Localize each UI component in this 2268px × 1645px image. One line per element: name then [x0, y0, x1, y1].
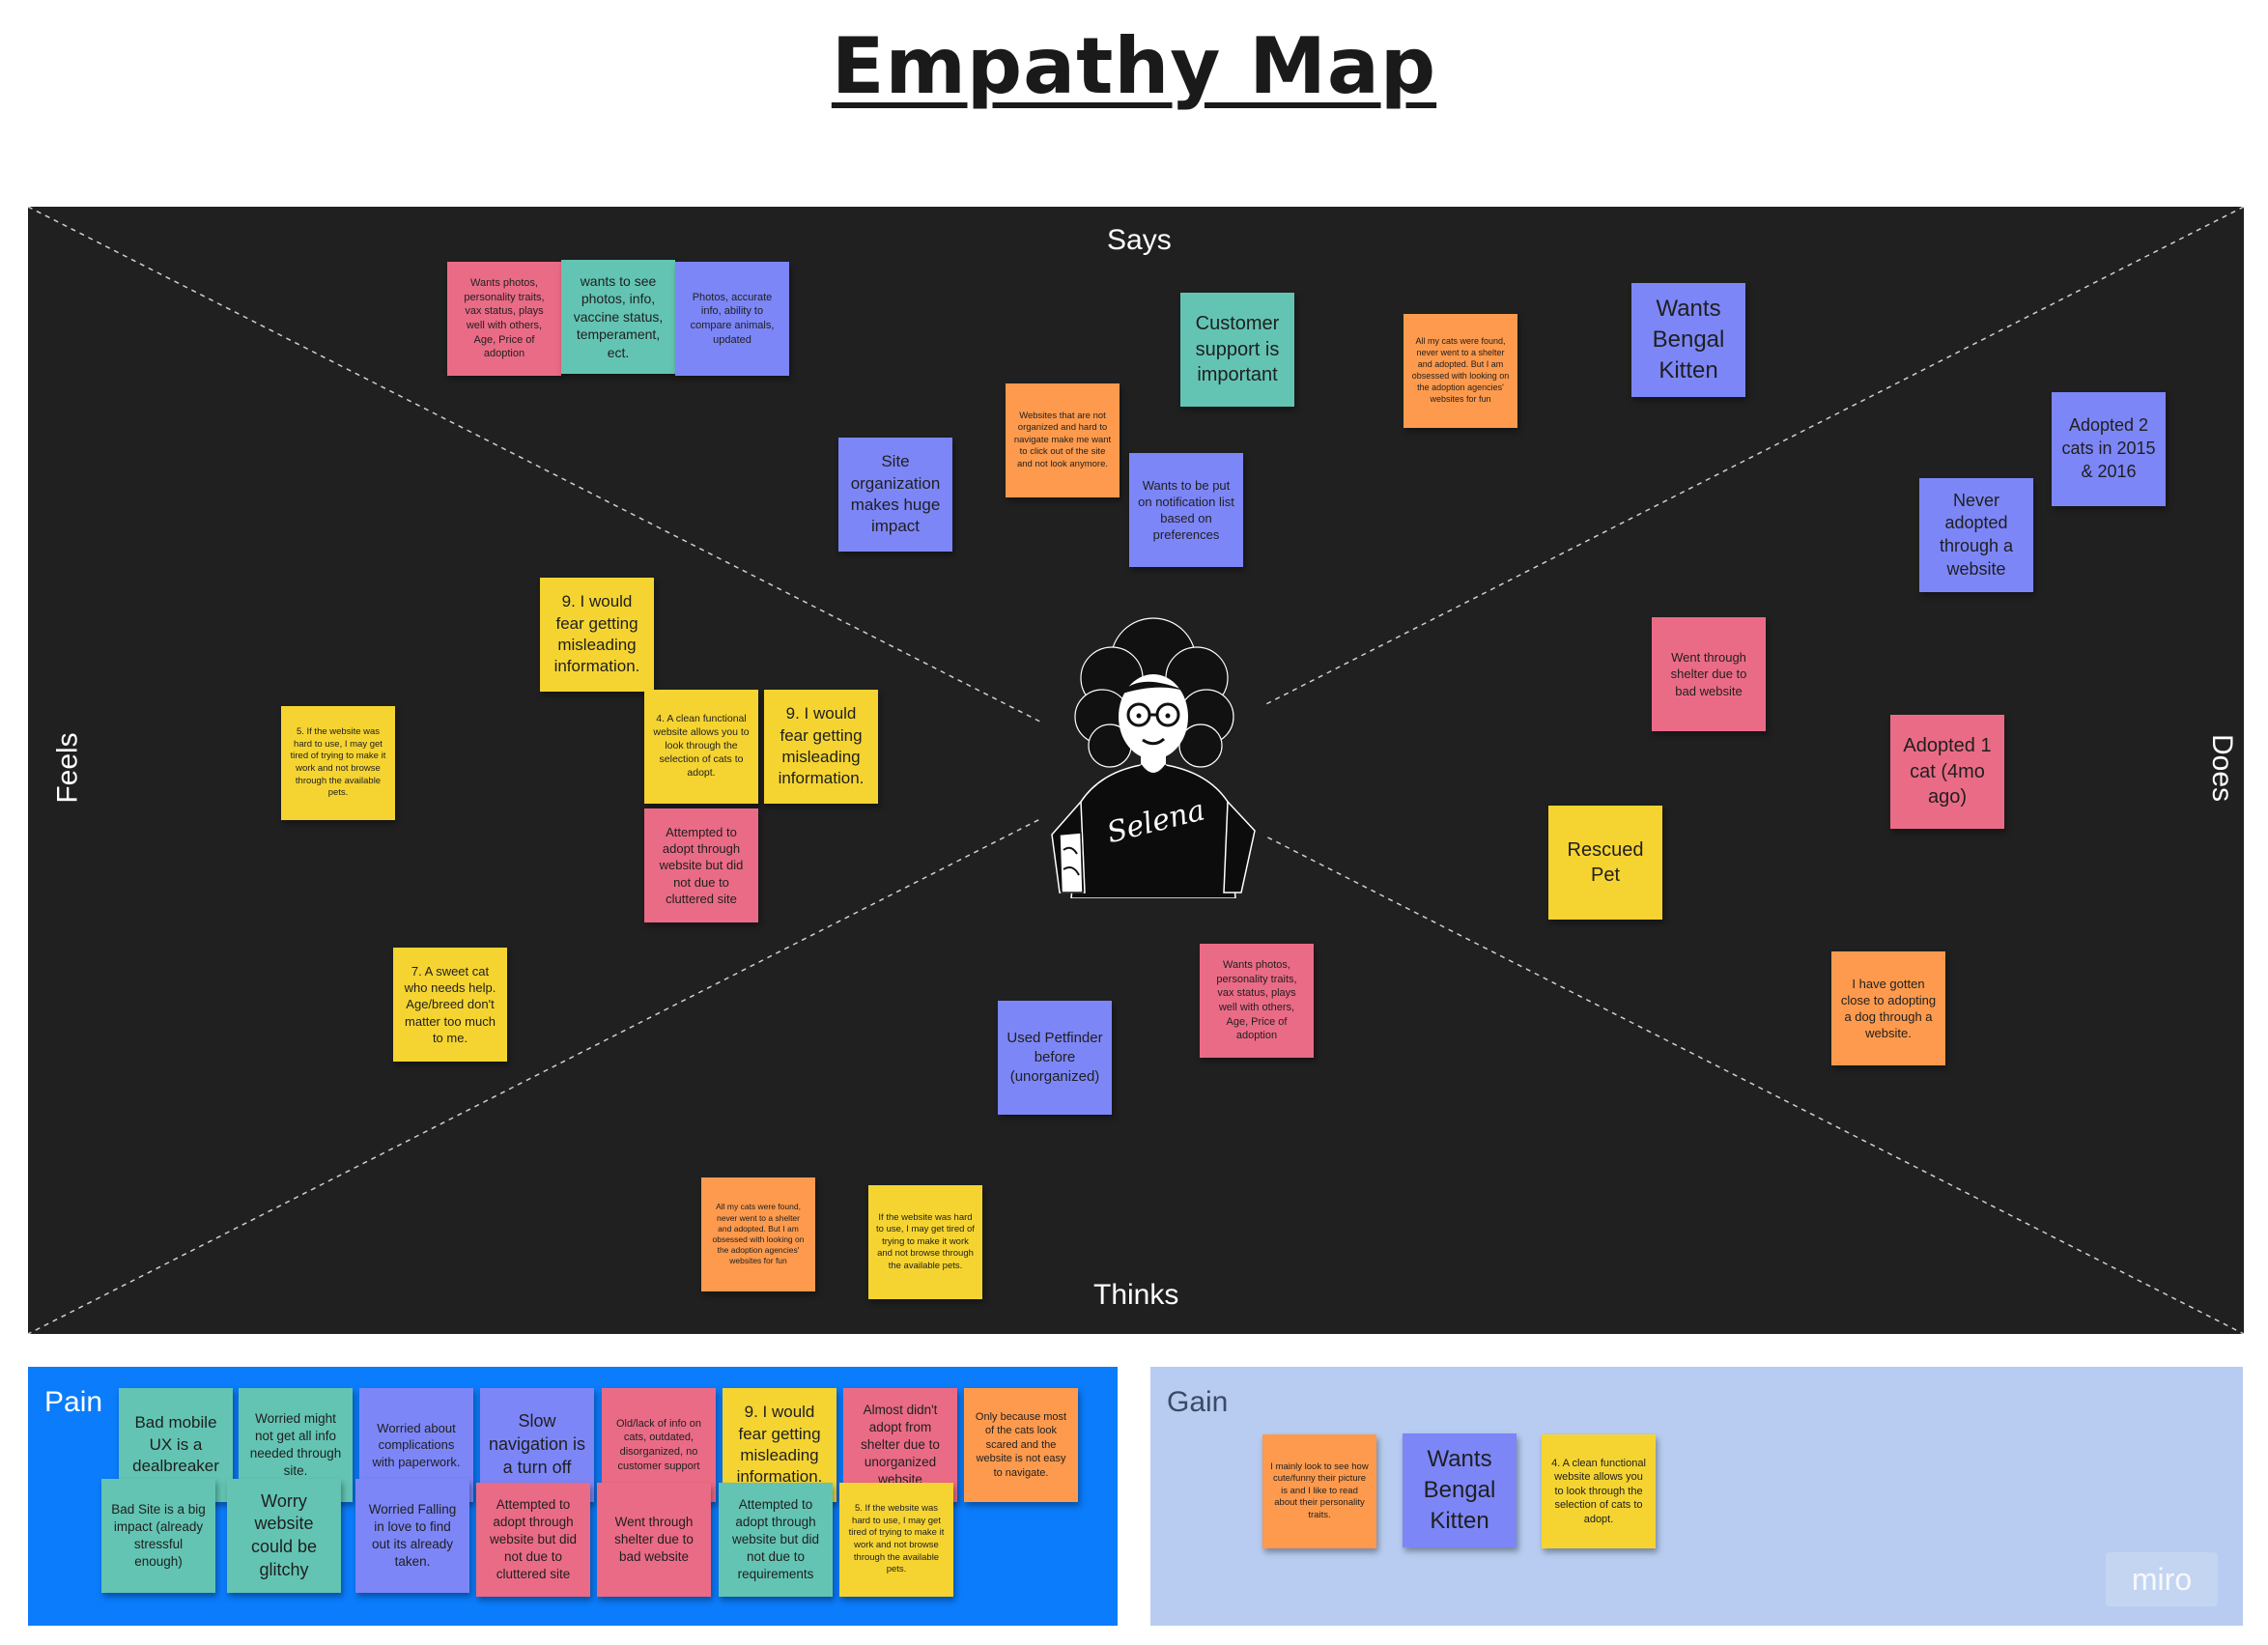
- board-sticky-note[interactable]: Wants Bengal Kitten: [1631, 283, 1745, 397]
- persona-avatar: Selena: [1042, 603, 1264, 898]
- board-sticky-note[interactable]: All my cats were found, never went to a …: [1403, 314, 1517, 428]
- board-sticky-note[interactable]: Never adopted through a website: [1919, 478, 2033, 592]
- miro-watermark: miro: [2106, 1552, 2218, 1606]
- board-sticky-note[interactable]: Websites that are not organized and hard…: [1006, 383, 1120, 497]
- pain-sticky-note[interactable]: Attempted to adopt through website but d…: [476, 1483, 590, 1597]
- board-sticky-note[interactable]: Adopted 1 cat (4mo ago): [1890, 715, 2004, 829]
- quadrant-label-feels: Feels: [51, 732, 84, 804]
- board-sticky-note[interactable]: Adopted 2 cats in 2015 & 2016: [2052, 392, 2166, 506]
- board-sticky-note[interactable]: 9. I would fear getting misleading infor…: [764, 690, 878, 804]
- board-sticky-note[interactable]: Customer support is important: [1180, 293, 1294, 407]
- board-sticky-note[interactable]: Wants photos, personality traits, vax st…: [447, 262, 561, 376]
- board-sticky-note[interactable]: 7. A sweet cat who needs help. Age/breed…: [393, 948, 507, 1062]
- board-sticky-note[interactable]: Wants to be put on notification list bas…: [1129, 453, 1243, 567]
- board-sticky-note[interactable]: 5. If the website was hard to use, I may…: [281, 706, 395, 820]
- gain-sticky-note[interactable]: 4. A clean functional website allows you…: [1542, 1434, 1656, 1548]
- board-sticky-note[interactable]: wants to see photos, info, vaccine statu…: [561, 260, 675, 374]
- board-sticky-note[interactable]: 4. A clean functional website allows you…: [644, 690, 758, 804]
- board-sticky-note[interactable]: Wants photos, personality traits, vax st…: [1200, 944, 1314, 1058]
- board-sticky-note[interactable]: Site organization makes huge impact: [838, 438, 952, 552]
- pain-sticky-note[interactable]: 5. If the website was hard to use, I may…: [839, 1483, 953, 1597]
- pain-sticky-note[interactable]: Worried Falling in love to find out its …: [355, 1479, 469, 1593]
- quadrant-label-thinks: Thinks: [1093, 1279, 1179, 1311]
- board-sticky-note[interactable]: Rescued Pet: [1548, 806, 1662, 920]
- pain-sticky-note[interactable]: Attempted to adopt through website but d…: [719, 1483, 833, 1597]
- board-sticky-note[interactable]: Attempted to adopt through website but d…: [644, 808, 758, 922]
- empathy-map-board[interactable]: Says Thinks Feels Does: [28, 207, 2244, 1334]
- pain-sticky-note[interactable]: Only because most of the cats look scare…: [964, 1388, 1078, 1502]
- gain-sticky-note[interactable]: Wants Bengal Kitten: [1403, 1433, 1517, 1547]
- board-sticky-note[interactable]: Used Petfinder before (unorganized): [998, 1001, 1112, 1115]
- pain-sticky-note[interactable]: Bad Site is a big impact (already stress…: [101, 1479, 215, 1593]
- gain-sticky-note[interactable]: I mainly look to see how cute/funny thei…: [1262, 1434, 1376, 1548]
- board-sticky-note[interactable]: I have gotten close to adopting a dog th…: [1831, 951, 1945, 1065]
- board-sticky-note[interactable]: 9. I would fear getting misleading infor…: [540, 578, 654, 692]
- board-sticky-note[interactable]: Photos, accurate info, ability to compar…: [675, 262, 789, 376]
- page-title: Empathy Map: [831, 21, 1437, 111]
- board-sticky-note[interactable]: Went through shelter due to bad website: [1652, 617, 1766, 731]
- gain-panel[interactable]: Gain I mainly look to see how cute/funny…: [1150, 1367, 2243, 1626]
- pain-sticky-note[interactable]: Went through shelter due to bad website: [597, 1483, 711, 1597]
- gain-title: Gain: [1167, 1386, 1229, 1418]
- quadrant-diagonals: [28, 207, 2244, 1334]
- quadrant-label-says: Says: [1107, 224, 1172, 256]
- board-sticky-note[interactable]: All my cats were found, never went to a …: [701, 1177, 815, 1291]
- board-sticky-note[interactable]: If the website was hard to use, I may ge…: [868, 1185, 982, 1299]
- pain-title: Pain: [44, 1386, 103, 1418]
- pain-sticky-note[interactable]: Worry website could be glitchy: [227, 1479, 341, 1593]
- quadrant-label-does: Does: [2206, 733, 2239, 803]
